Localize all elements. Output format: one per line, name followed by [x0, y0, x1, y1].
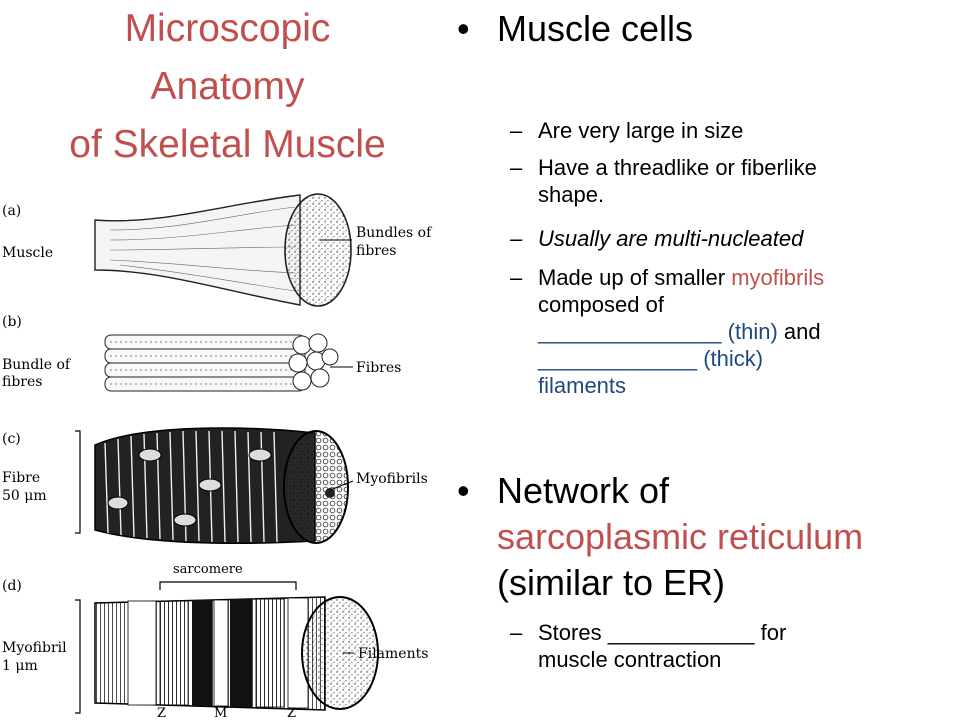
- bullet-dot: •: [457, 8, 470, 49]
- panel-b-letter: (b): [2, 314, 22, 330]
- z-line-label-1: Z: [157, 706, 166, 720]
- sub-item-text: Are very large in size: [538, 118, 744, 143]
- panel-c-callout: Myofibrils: [356, 471, 428, 487]
- panel-d-label-2: 1 μm: [2, 658, 38, 674]
- fibre-bundle: [104, 333, 339, 392]
- fill-blank-thick[interactable]: _____________: [538, 346, 698, 371]
- panel-b-callout: Fibres: [356, 360, 401, 376]
- sarcomere-label: sarcomere: [173, 562, 243, 577]
- bullet-network-line-2: sarcoplasmic reticulum: [497, 516, 864, 557]
- panel-c-label-2: 50 μm: [2, 488, 47, 504]
- muscle-belly: [94, 194, 301, 306]
- panel-a-callout-2: fibres: [356, 243, 396, 259]
- panel-a-label: Muscle: [2, 245, 53, 261]
- slide-title: Microscopic Anatomy of Skeletal Muscle: [0, 0, 455, 174]
- text-made-up-of: Made up of smaller: [538, 265, 732, 290]
- dash: –: [510, 265, 523, 290]
- fibre-scale-bracket: [75, 430, 81, 534]
- sub-item-text: Usually are multi-nucleated: [538, 226, 804, 251]
- bullet-heading: Muscle cells: [497, 8, 694, 49]
- fibre-cross-section: [283, 430, 349, 544]
- fibre-nuclei: [107, 448, 272, 527]
- sub-item-line-1: Made up of smaller myofibrils: [538, 264, 930, 291]
- sub-item-shape: – Have a threadlike or fiberlike shape.: [510, 154, 930, 208]
- muscle-hierarchy-illustration: (a) Muscle Bundles of fibres (b) Bundle …: [2, 193, 433, 720]
- panel-d-label: Myofibril: [2, 640, 67, 656]
- bullet-network-line-1: Network of: [497, 470, 670, 511]
- panel-d-callout: Filaments: [358, 646, 428, 662]
- myofibril-scale-bracket: [75, 599, 81, 714]
- fill-blank-stores[interactable]: ____________: [607, 620, 755, 645]
- text-for: for: [760, 620, 787, 645]
- fibre-nucleus-marker: [325, 488, 335, 498]
- sub-item-line-1: Stores ____________ for: [538, 619, 930, 646]
- sub-item-nucleated: – Usually are multi-nucleated: [510, 225, 930, 252]
- sub-item-line-2: muscle contraction: [538, 647, 722, 672]
- sub-item-line-2: composed of: [538, 292, 664, 317]
- sub-item-myofibrils: – Made up of smaller myofibrils composed…: [510, 264, 930, 399]
- text-thin: (thin): [727, 319, 778, 344]
- text-and: and: [783, 319, 821, 344]
- dash: –: [510, 620, 523, 645]
- sarcomere-bracket: [159, 581, 297, 590]
- bullet-dot: •: [457, 470, 470, 511]
- panel-c-letter: (c): [2, 431, 21, 447]
- panel-d-letter: (d): [2, 578, 22, 594]
- dash: –: [510, 118, 523, 143]
- panel-a-letter: (a): [2, 203, 21, 219]
- callout-line-c: [329, 480, 354, 491]
- fill-blank-thin[interactable]: _______________: [538, 319, 722, 344]
- skeletal-muscle-diagram: (a) Muscle Bundles of fibres (b) Bundle …: [0, 185, 465, 720]
- sub-item-text: Have a threadlike or fiberlike: [538, 155, 817, 180]
- bullet-network-line-3: (similar to ER): [497, 562, 726, 603]
- sub-item-stores: – Stores ____________ for muscle contrac…: [510, 619, 930, 673]
- muscle-striations: [109, 206, 296, 292]
- sub-item-size: – Are very large in size: [510, 117, 930, 144]
- z-line-label-2: Z: [287, 706, 296, 720]
- dash: –: [510, 226, 523, 251]
- text-myofibrils: myofibrils: [731, 265, 825, 290]
- text-filaments: filaments: [538, 373, 627, 398]
- m-line-label: M: [214, 706, 227, 720]
- text-thick: (thick): [703, 346, 764, 371]
- panel-b-label: Bundle of: [2, 357, 72, 373]
- myofibril-body: [94, 596, 326, 711]
- panel-c-label: Fibre: [2, 470, 40, 486]
- panel-b-label-2: fibres: [2, 374, 42, 390]
- sub-item-line-3: _______________ (thin) and: [538, 318, 930, 345]
- text-stores: Stores: [538, 620, 602, 645]
- sub-item-text-cont: shape.: [538, 182, 605, 207]
- title-line-3: of Skeletal Muscle: [69, 123, 386, 166]
- myofibril-cross-section: [301, 596, 379, 710]
- muscle-cross-section: [284, 193, 352, 307]
- title-line-1: Microscopic: [124, 7, 331, 50]
- dash: –: [510, 155, 523, 180]
- sub-item-line-4: _____________ (thick): [538, 345, 930, 372]
- title-line-2: Anatomy: [150, 65, 305, 108]
- panel-a-callout: Bundles of: [356, 225, 433, 241]
